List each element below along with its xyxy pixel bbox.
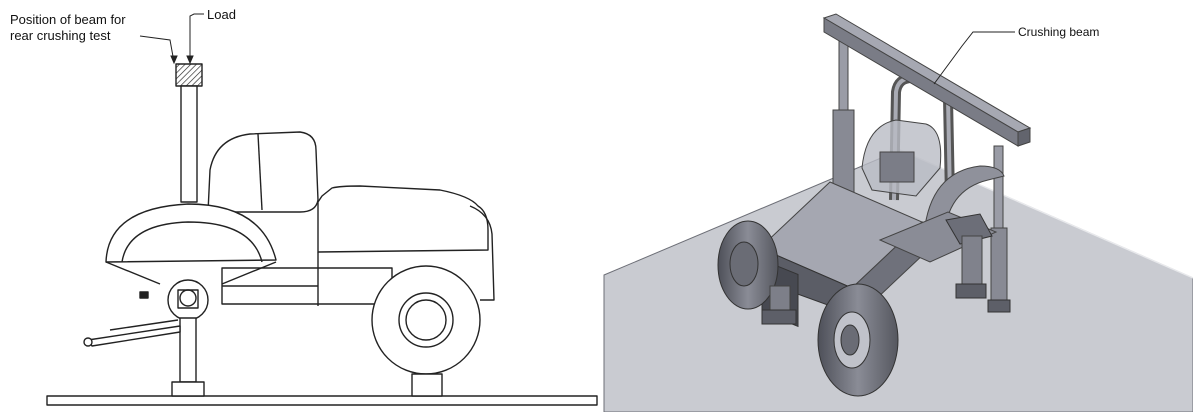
seat: [879, 151, 915, 183]
ground-base-plate: [46, 395, 598, 406]
beam-position-arrow: [170, 55, 178, 65]
load-arrow: [186, 55, 194, 65]
front-stand: [769, 285, 791, 313]
drawbar: [87, 325, 181, 347]
hood-front: [469, 205, 495, 301]
cab-line: [257, 133, 263, 211]
cab-shell: [207, 131, 319, 213]
front-rim-inner: [840, 324, 860, 356]
beam-position-label-line2: rear crushing test: [10, 28, 111, 43]
crushing-beam-label: Crushing beam: [1018, 25, 1099, 39]
crushing-beam-leader: [933, 31, 1015, 85]
left-callouts: [139, 13, 204, 65]
side-view-drawing: [46, 63, 598, 406]
hub-clamp: [177, 289, 199, 309]
rear-stand-foot: [171, 381, 205, 397]
rear-stand: [179, 317, 197, 383]
engine-hood: [317, 185, 489, 253]
pto-block: [139, 291, 149, 299]
isometric-view: [603, 13, 1193, 412]
lower-link: [109, 319, 179, 331]
rear-column-foot: [987, 299, 1011, 313]
fender-hinge-a: [105, 261, 161, 285]
front-rim-inner: [405, 299, 447, 341]
beam-position-label-line1: Position of beam for: [10, 12, 126, 27]
load-label: Load: [207, 7, 236, 22]
centre-stand-foot: [955, 283, 987, 299]
crushing-beam-end: [1017, 127, 1031, 147]
beam-position-leader: [139, 35, 175, 63]
left-rear-rim: [729, 241, 759, 287]
rear-fender-inner: [121, 221, 263, 263]
front-rim-outer: [398, 292, 454, 348]
centre-stand: [961, 235, 983, 287]
hitch-pin: [83, 337, 93, 347]
front-stand-foot: [411, 373, 443, 397]
load-leader: [189, 13, 204, 62]
front-stand-foot: [761, 309, 797, 325]
rear-column-cylinder: [990, 227, 1008, 305]
rear-hub: [167, 279, 209, 321]
rear-fender-outer: [105, 203, 277, 263]
crushing-beam-section: [175, 63, 203, 87]
rear-column-rod: [993, 145, 1004, 237]
fender-hinge-b: [221, 261, 277, 285]
rear-post: [180, 85, 198, 203]
